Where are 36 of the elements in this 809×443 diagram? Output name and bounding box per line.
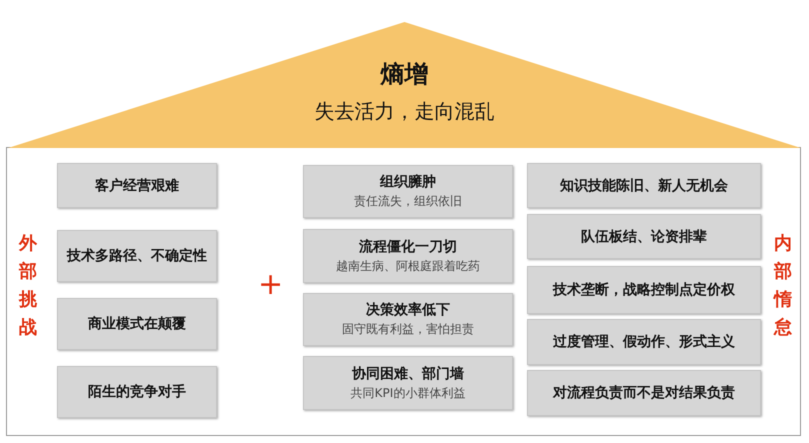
card [57,298,217,350]
card-title: 商业模式在颠覆 [88,315,186,333]
card [527,163,761,208]
card-title: 技术多路径、不确定性 [67,247,207,265]
card-subtitle: 共同KPI的小群体利益 [350,384,466,402]
subtitle-text: 失去活力，走向混乱 [314,98,496,125]
card [527,266,761,314]
roof-triangle [8,20,801,148]
card [303,356,513,410]
card [57,163,217,208]
card [57,230,217,282]
card-title: 技术垄断，战略控制点定价权 [553,281,735,299]
card-title: 对流程负责而不是对结果负责 [553,384,735,402]
card-title: 过度管理、假动作、形式主义 [553,333,735,351]
card-title: 客户经营艰难 [95,176,179,194]
card-title: 组织臃肿 [380,173,436,191]
side-label: 内部惰怠 [773,232,793,340]
card [303,229,513,283]
card-title: 决策效率低下 [366,301,450,319]
card [527,319,761,365]
plus-sign: + [258,270,284,300]
side-label: 外部挑战 [18,232,38,340]
card-subtitle: 越南生病、阿根庭跟着吃药 [336,258,480,274]
card [303,293,513,346]
card [527,370,761,416]
card-title: 协同困难、部门墙 [352,364,464,382]
card [57,366,217,418]
card-subtitle: 责任流失，组织依旧 [354,193,462,210]
card-title: 陌生的竞争对手 [88,383,186,401]
card-title: 流程僵化一刀切 [359,238,457,256]
card [303,165,513,218]
title-text: 熵增 [379,59,430,90]
card-title: 队伍板结、论资排辈 [581,228,707,246]
card-subtitle: 固守既有利益，害怕担责 [342,321,474,338]
card [527,214,761,259]
card-title: 知识技能陈旧、新人无机会 [560,176,728,194]
